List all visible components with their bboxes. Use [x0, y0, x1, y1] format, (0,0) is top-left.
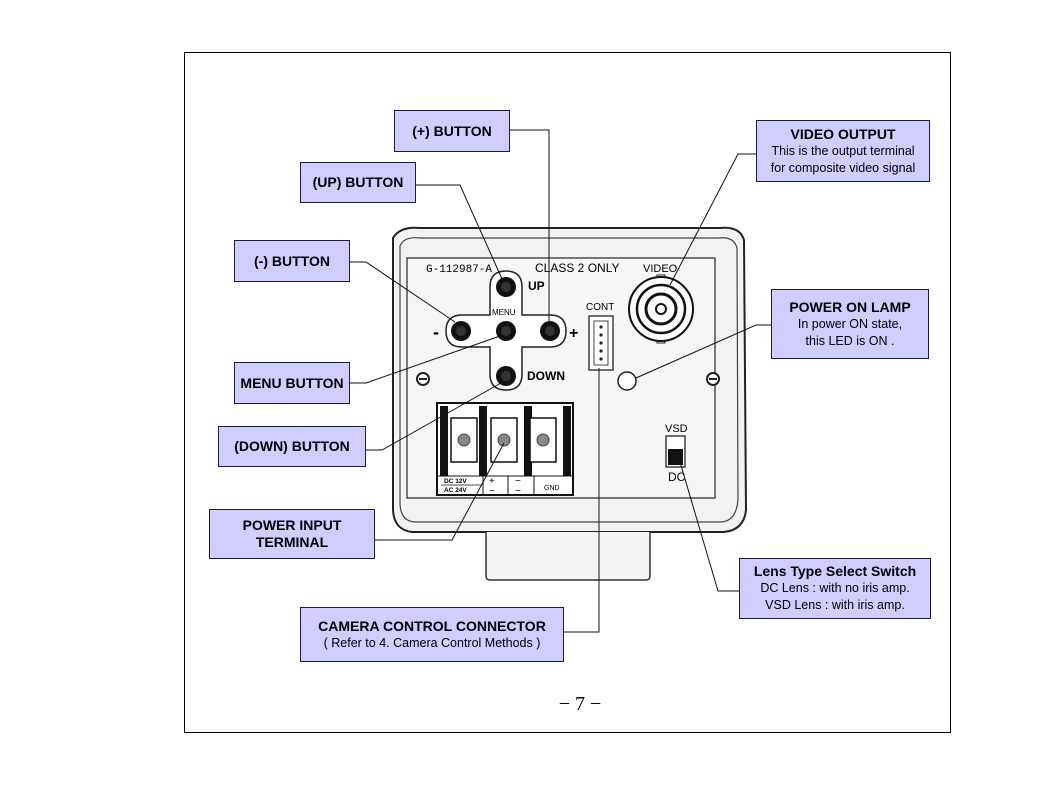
leader-lens-switch [679, 461, 739, 592]
power-input-terminal [436, 402, 574, 496]
callout-lens-switch-title: Lens Type Select Switch [753, 563, 917, 579]
callout-down-button-title: (DOWN) BUTTON [234, 438, 350, 454]
callout-menu-button: MENU BUTTON [234, 362, 350, 404]
leader-up-button [416, 184, 503, 280]
terminal-plus-label: + [489, 476, 495, 487]
callout-minus-button: (-) BUTTON [234, 240, 350, 282]
callout-power-input-title-2: TERMINAL [255, 534, 329, 550]
leader-down-button [366, 382, 502, 451]
callout-power-lamp-desc-1: In power ON state, [797, 316, 903, 331]
callout-lens-switch-desc-2: VSD Lens : with iris amp. [765, 598, 905, 612]
video-label: VIDEO [643, 263, 678, 275]
power-on-lamp [617, 371, 637, 391]
callout-camera-control-desc: ( Refer to 4. Camera Control Methods ) [323, 635, 541, 650]
callout-video-output: VIDEO OUTPUT This is the output terminal… [756, 120, 930, 182]
callout-plus-button: (+) BUTTON [394, 110, 510, 152]
up-button[interactable] [496, 277, 516, 297]
leader-power-input [375, 442, 505, 541]
menu-button[interactable] [496, 321, 516, 341]
model-label: G-112987-A [426, 264, 492, 276]
leader-power-lamp [635, 324, 771, 379]
callout-menu-button-title: MENU BUTTON [240, 374, 344, 391]
menu-label: MENU [492, 308, 516, 317]
callout-video-output-desc-2: for composite video signal [770, 160, 916, 175]
terminal-gnd-label: GND [544, 485, 560, 492]
callout-up-button-title: (UP) BUTTON [312, 174, 404, 190]
vsd-label: VSD [665, 423, 688, 435]
leader-video-output [669, 153, 756, 286]
terminal-dc-label: DC 12V [444, 478, 467, 485]
leader-camera-control [564, 368, 600, 633]
video-output-connector[interactable] [628, 274, 694, 344]
terminal-tilde-1-label: ~ [489, 486, 495, 497]
minus-label: - [433, 322, 439, 342]
leader-plus-button [509, 129, 550, 321]
leader-menu-button [350, 335, 501, 384]
camera-control-connector[interactable] [588, 315, 614, 371]
callout-camera-control-connector: CAMERA CONTROL CONNECTOR ( Refer to 4. C… [300, 607, 564, 662]
dc-label: DC [668, 470, 686, 484]
page-number: − 7 − [558, 693, 602, 715]
callout-minus-button-title: (-) BUTTON [254, 252, 330, 269]
callout-camera-control-title: CAMERA CONTROL CONNECTOR [318, 617, 546, 634]
callout-down-button: (DOWN) BUTTON [218, 426, 366, 467]
callout-power-lamp-title: POWER ON LAMP [789, 298, 911, 315]
down-label: DOWN [527, 369, 565, 383]
terminal-ac-label: AC 24V [444, 487, 467, 494]
plus-label: + [569, 325, 578, 342]
page-frame [184, 52, 951, 733]
callout-lens-type-select-switch: Lens Type Select Switch DC Lens : with n… [739, 558, 931, 619]
callout-plus-button-title: (+) BUTTON [412, 122, 492, 139]
callout-up-button: (UP) BUTTON [300, 162, 416, 203]
up-label: UP [528, 279, 545, 293]
cont-label: CONT [586, 302, 614, 313]
class-label: CLASS 2 ONLY [535, 261, 619, 275]
leader-minus-button [350, 261, 456, 323]
down-button[interactable] [496, 366, 516, 386]
terminal-minus-label: − [515, 476, 521, 487]
plus-button[interactable] [540, 321, 560, 341]
callout-video-output-title: VIDEO OUTPUT [790, 125, 896, 142]
callout-video-output-desc-1: This is the output terminal [771, 143, 915, 158]
callout-power-lamp-desc-2: this LED is ON . [805, 333, 895, 348]
leader-lines [350, 129, 771, 633]
minus-button[interactable] [451, 321, 471, 341]
callout-power-on-lamp: POWER ON LAMP In power ON state, this LE… [771, 289, 929, 359]
callout-lens-switch-desc-1: DC Lens : with no iris amp. [760, 581, 910, 595]
callout-power-input-terminal: POWER INPUT TERMINAL [209, 509, 375, 559]
callout-power-input-title-1: POWER INPUT [242, 517, 342, 533]
terminal-tilde-2-label: ~ [515, 486, 521, 497]
lens-type-switch[interactable] [665, 435, 686, 468]
